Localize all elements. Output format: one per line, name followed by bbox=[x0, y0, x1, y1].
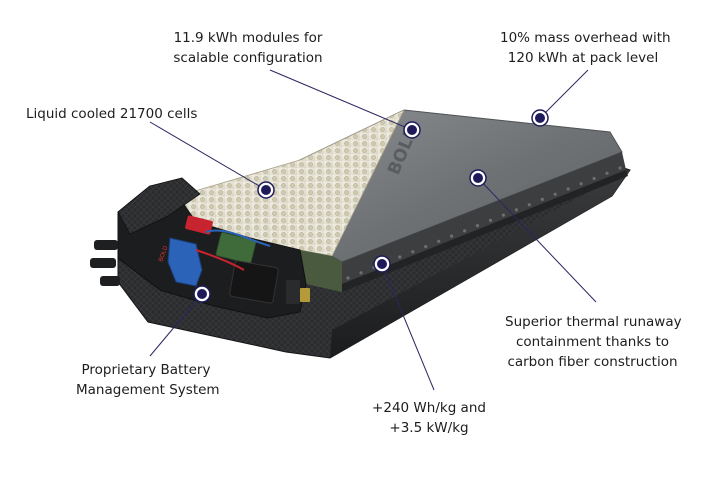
callout-thermal-line: carbon fiber construction bbox=[507, 354, 678, 370]
callout-marker-dot-mass bbox=[535, 113, 545, 123]
blue-connector bbox=[167, 237, 203, 287]
rim-bolt bbox=[424, 245, 428, 249]
callout-marker-dot-thermal bbox=[473, 173, 483, 183]
callout-modules: 11.9 kWh modules for scalable configurati… bbox=[168, 28, 328, 68]
callout-mass-line: 10% mass overhead with bbox=[500, 30, 671, 46]
callout-modules-line: scalable configuration bbox=[173, 50, 323, 66]
callout-marker-dot-bms bbox=[197, 289, 207, 299]
rim-bolt bbox=[566, 187, 570, 191]
tray-edge bbox=[330, 170, 630, 358]
leader-line-modules bbox=[269, 69, 413, 131]
rim-bolt bbox=[398, 255, 402, 259]
rim-bolt bbox=[527, 203, 531, 207]
rim-bolt bbox=[553, 192, 557, 196]
rim-bolt bbox=[346, 276, 350, 280]
rim-bolt bbox=[579, 182, 583, 186]
rim-bolt bbox=[475, 224, 480, 228]
rim-bolt bbox=[437, 239, 441, 243]
rim-bolt bbox=[463, 229, 467, 233]
callout-modules-line: 11.9 kWh modules for bbox=[173, 30, 323, 46]
rim-bolt bbox=[514, 208, 519, 212]
leader-line-energy bbox=[381, 263, 435, 391]
rim-bolt bbox=[605, 171, 609, 175]
leader-line-bms bbox=[149, 293, 203, 357]
rim-bolt bbox=[592, 176, 596, 181]
callout-thermal-line: containment thanks to bbox=[515, 334, 670, 350]
rim-bolt bbox=[359, 271, 363, 275]
rim-bolt bbox=[411, 250, 415, 254]
callout-energy-line: +240 Wh/kg and bbox=[372, 400, 486, 416]
power-terminals bbox=[90, 240, 120, 286]
callout-energy-line: +3.5 kW/kg bbox=[389, 420, 469, 436]
callout-marker-dot-modules bbox=[407, 125, 417, 135]
callout-cells-line: Liquid cooled 21700 cells bbox=[26, 106, 198, 122]
rim-bolt bbox=[488, 218, 493, 222]
callout-marker-dot-cells bbox=[261, 185, 271, 195]
callout-bms-line: Management System bbox=[76, 382, 220, 398]
rim-bolt bbox=[450, 234, 454, 238]
leader-line-cells bbox=[149, 121, 267, 191]
rim-bolt bbox=[540, 197, 544, 201]
leader-line-thermal bbox=[477, 177, 597, 303]
callout-cells: Liquid cooled 21700 cells bbox=[26, 104, 197, 124]
callout-marker-dot-energy bbox=[377, 259, 387, 269]
callout-bms-line: Proprietary Battery bbox=[81, 362, 211, 378]
callout-mass-overhead: 10% mass overhead with 120 kWh at pack le… bbox=[500, 28, 671, 68]
rim-bolt bbox=[618, 166, 622, 170]
callout-mass-line: 120 kWh at pack level bbox=[507, 50, 659, 66]
callout-thermal-line: Superior thermal runaway bbox=[505, 314, 682, 330]
leader-line-mass bbox=[539, 69, 589, 119]
small-brand-badge: BOLD bbox=[158, 245, 169, 263]
callout-energy: +240 Wh/kg and +3.5 kW/kg bbox=[372, 398, 486, 438]
carbon-corner-cap bbox=[117, 177, 201, 235]
callout-thermal: Superior thermal runaway containment than… bbox=[505, 312, 682, 372]
rim-bolt bbox=[501, 213, 505, 217]
